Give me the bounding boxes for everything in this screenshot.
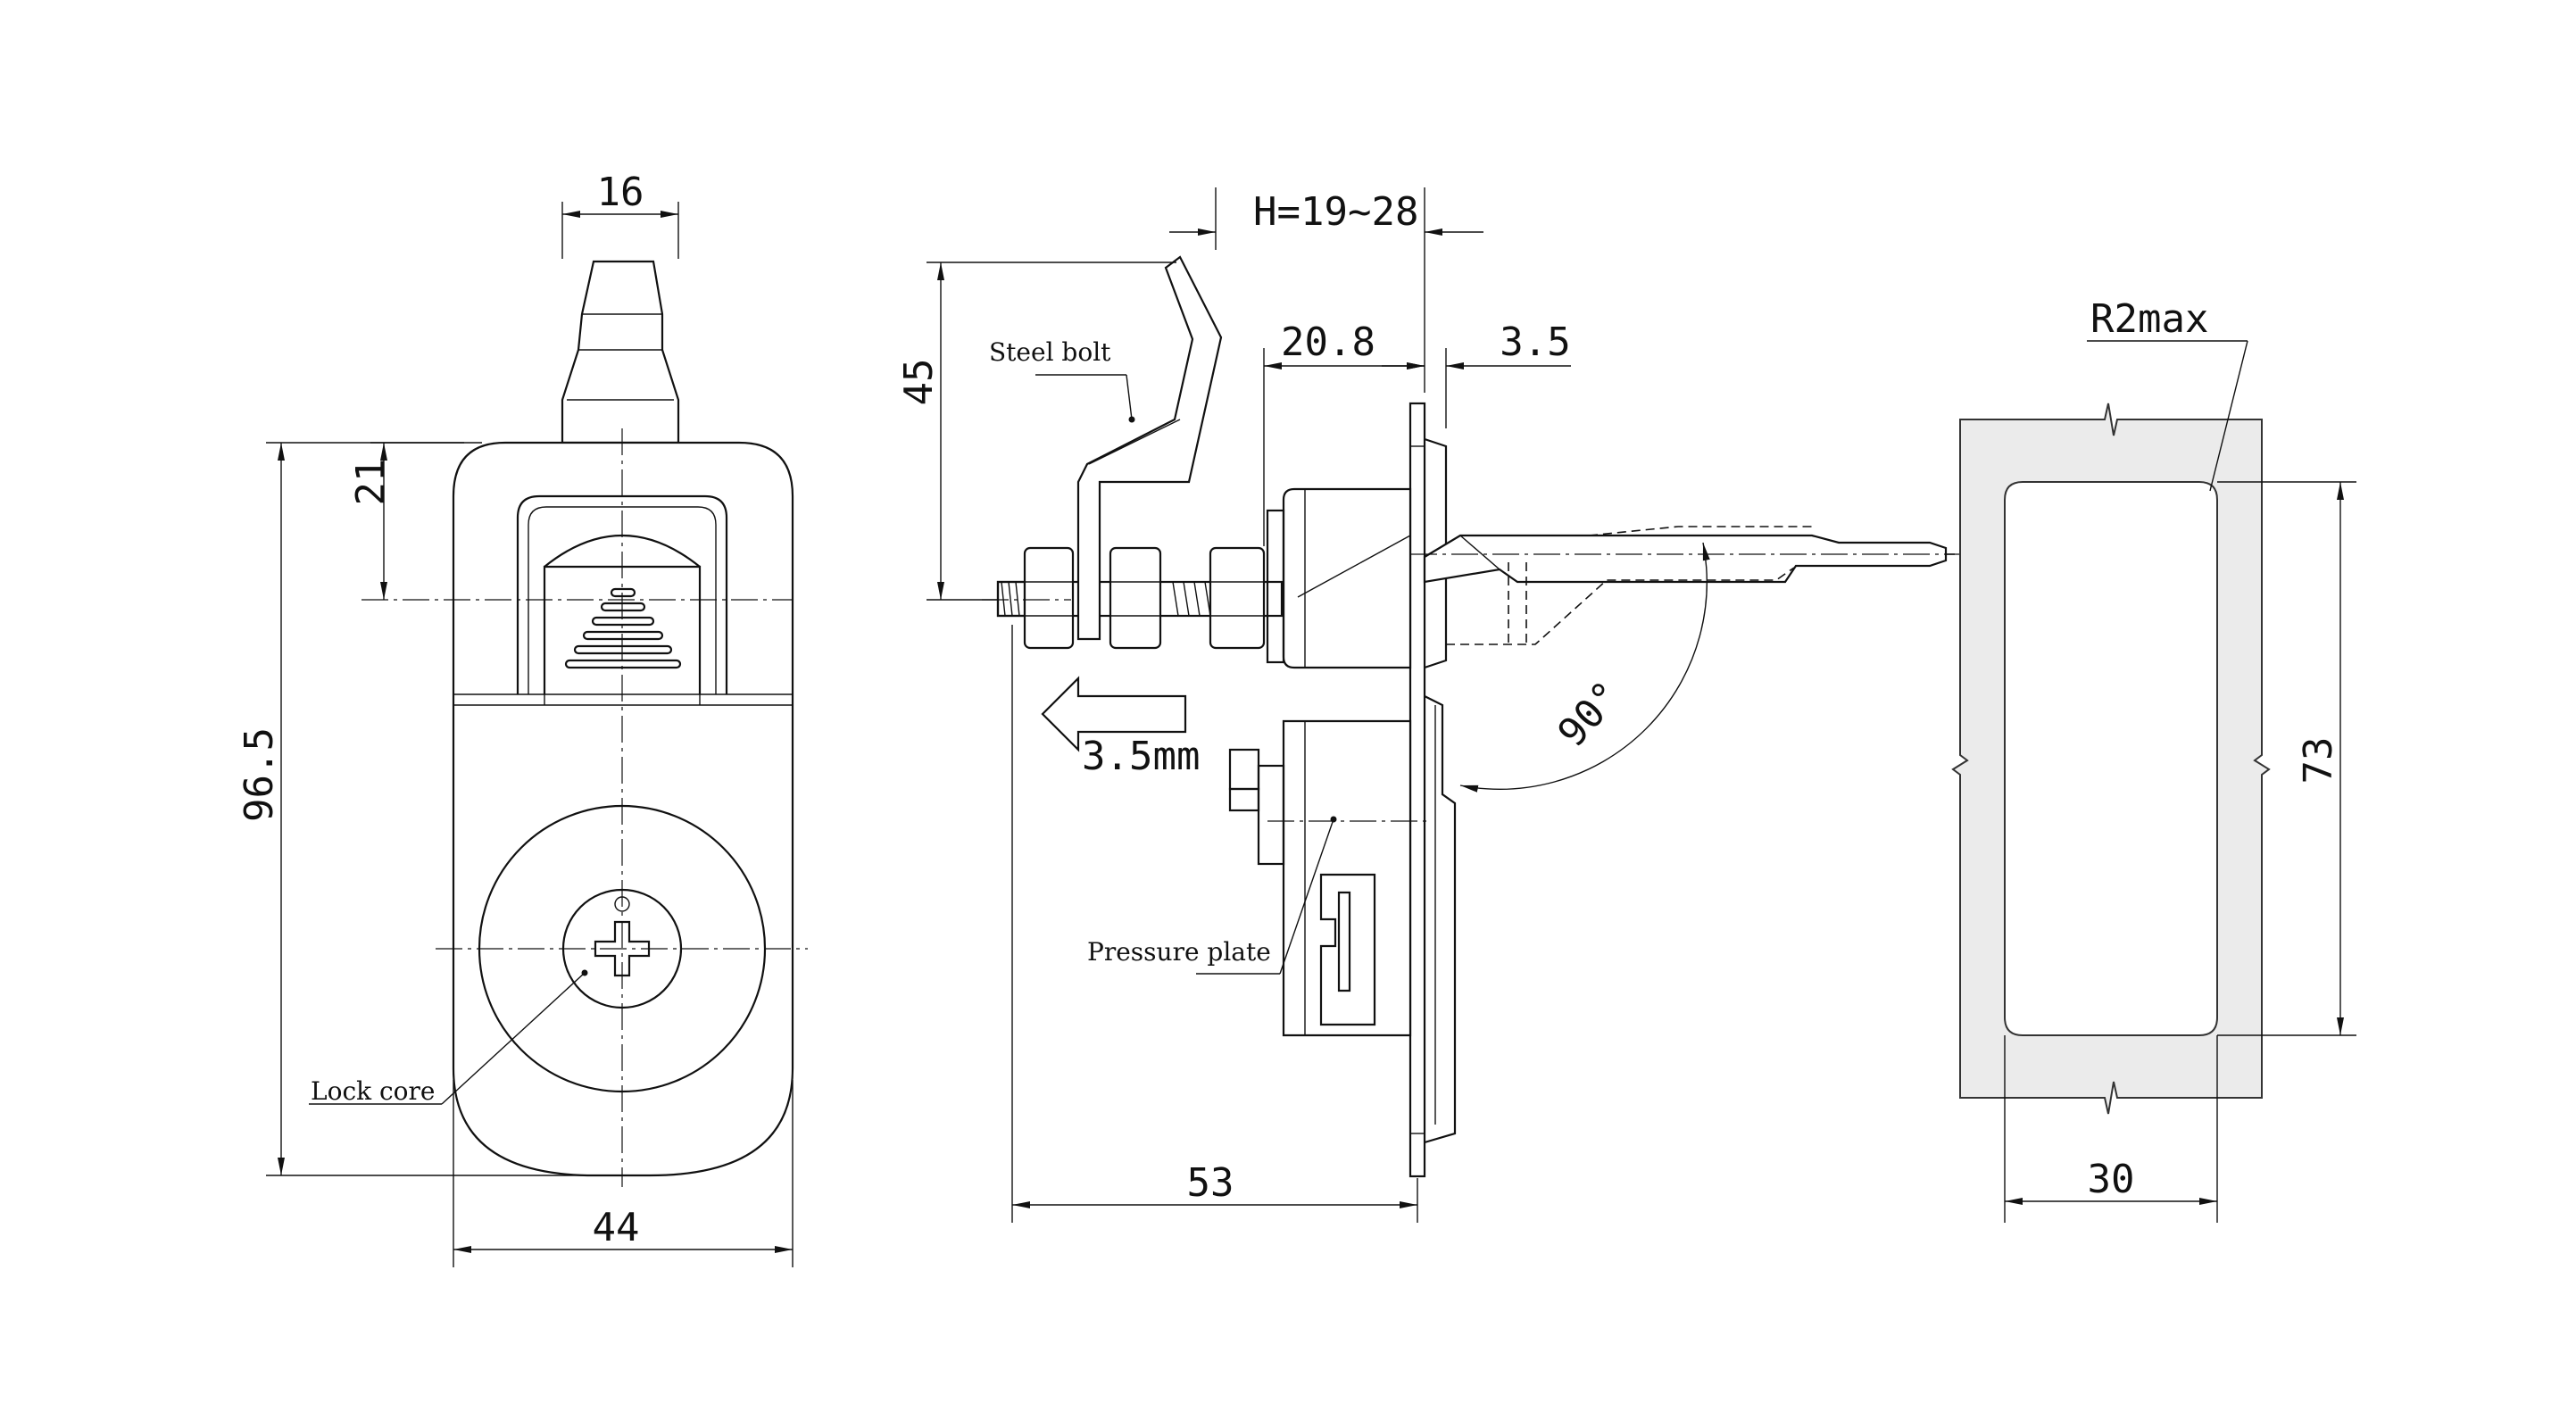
dim-3-5: 3.5 [1500, 320, 1570, 365]
rotation-arc [1459, 542, 1710, 793]
travel-arrow-icon [1041, 676, 1187, 752]
dim-cutout-width: 30 [2088, 1157, 2135, 1202]
nut-3 [1209, 546, 1266, 650]
dim-height-21: 21 [348, 459, 394, 506]
dim-cutout-height: 73 [2296, 737, 2341, 785]
nut-2 [1109, 546, 1162, 650]
dim-h-range: H=19~28 [1253, 189, 1418, 235]
label-pressure-plate: Pressure plate [1087, 937, 1271, 967]
handle-tab [561, 260, 680, 444]
dim-bottom-width: 44 [593, 1205, 640, 1250]
panel-cutout-frame [1951, 403, 2271, 1115]
grip-ribs [564, 587, 682, 669]
dim-total-height: 96.5 [237, 727, 282, 822]
cam-arm [1423, 534, 1948, 584]
lock-body [452, 441, 794, 1177]
label-lock-core: Lock core [311, 1076, 436, 1106]
nut-1 [1023, 546, 1075, 650]
dim-radius: R2max [2090, 296, 2208, 342]
cutout-view: R2max 73 30 [1951, 296, 2356, 1223]
lock-housing [1282, 487, 1412, 669]
dim-45: 45 [896, 359, 942, 406]
dim-top-width: 16 [597, 170, 644, 215]
dim-20-8: 20.8 [1281, 320, 1375, 365]
angle-label: 90° [1550, 673, 1631, 756]
dim-travel: 3.5mm [1082, 734, 1200, 779]
steel-bolt [1076, 255, 1223, 641]
cross-slot-icon [594, 920, 651, 977]
label-steel-bolt: Steel bolt [989, 337, 1111, 367]
front-view: 16 21 96.5 44 Lock core [237, 170, 808, 1267]
side-view: Steel bolt 90° Pressure plate 3.5mm H=19… [896, 187, 1964, 1223]
dim-53: 53 [1187, 1160, 1234, 1206]
mounting-plate [1408, 402, 1426, 1178]
